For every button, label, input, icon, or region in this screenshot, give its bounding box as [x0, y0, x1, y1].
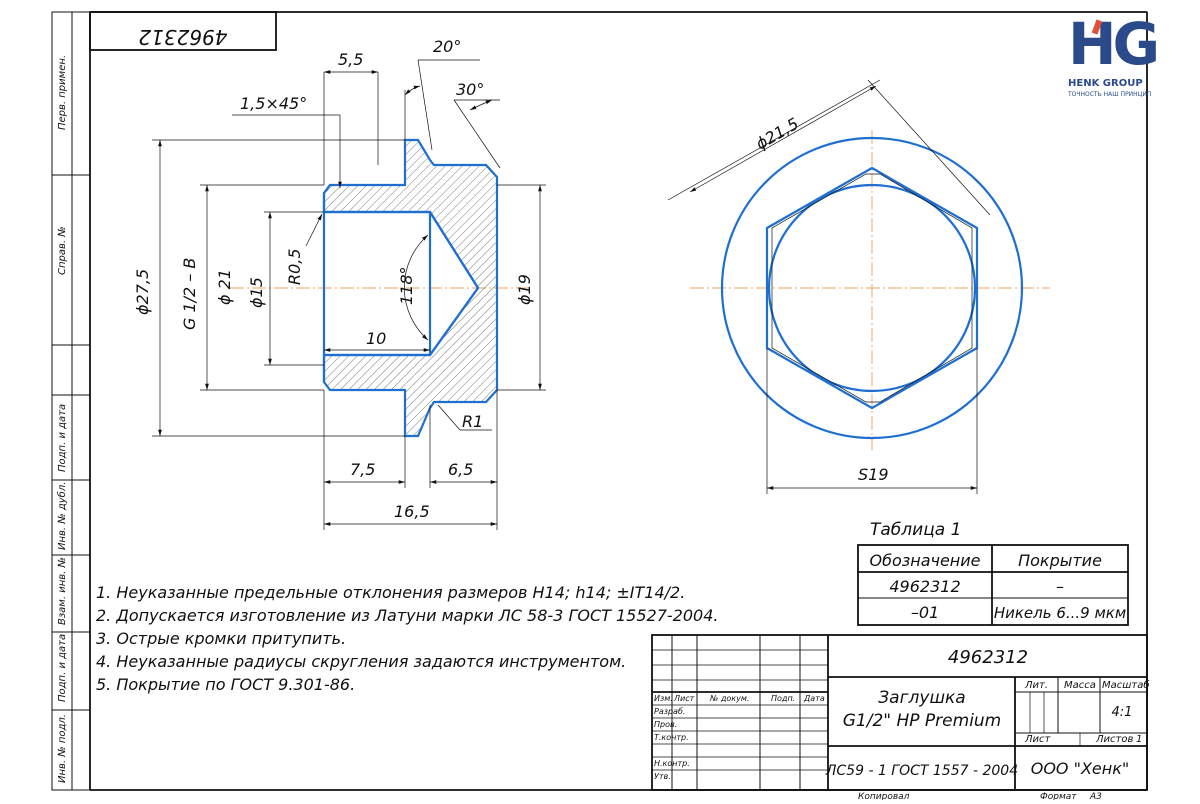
stamp-box [89, 11, 277, 51]
dim-7-5: 7,5 [350, 460, 375, 479]
note-5: 5. Покрытие по ГОСТ 9.301-86. [96, 675, 355, 694]
tb-company: ООО "Хенк" [1031, 759, 1130, 778]
note-2: 2. Допускается изготовление из Латуни ма… [96, 606, 718, 625]
tb-row-prov: Пров. [654, 720, 677, 729]
tb-sheets-value: 1 [1136, 734, 1142, 745]
dim-d15: ϕ15 [247, 277, 266, 308]
side-label-podp-2: Подп. и дата [57, 634, 68, 702]
company-logo: HG HENK GROUP ТОЧНОСТЬ НАШ ПРИНЦИП [1067, 10, 1161, 98]
dim-r0-5: R0,5 [285, 248, 304, 285]
tb-sheets-label: Листов [1095, 734, 1133, 745]
note-1: 1. Неуказанные предельные отклонения раз… [96, 583, 685, 602]
dim-16-5: 16,5 [394, 502, 430, 521]
dim-d21: ϕ 21 [215, 269, 234, 305]
dim-d19: ϕ19 [515, 274, 534, 305]
tb-scale-label: Масштаб [1102, 679, 1150, 691]
table-1-header-coating: Покрытие [1018, 551, 1102, 570]
title-block: Изм. Лист № докум. Подп. Дата Разраб. Пр… [651, 634, 1150, 791]
side-label-podp-1: Подп. и дата [57, 404, 68, 472]
tb-col-doc: № докум. [709, 694, 749, 703]
tb-col-list: Лист [673, 694, 695, 703]
tb-mass-label: Масса [1064, 680, 1096, 691]
footer-kopiroval: Копировал [858, 792, 910, 800]
side-strip: Перв. примен. Справ. № Подп. и дата Инв.… [52, 12, 90, 790]
side-label-inv-dubl: Инв. № дубл. [56, 482, 68, 550]
table-1: Таблица 1 Обозначение Покрытие 4962312 –… [857, 520, 1129, 626]
dim-chamfer: 1,5×45° [240, 94, 307, 113]
side-label-perv: Перв. примен. [57, 55, 68, 130]
table-1-title: Таблица 1 [870, 520, 961, 540]
dim-5-5: 5,5 [338, 50, 363, 69]
tb-row-razrab: Разраб. [654, 707, 685, 716]
tb-material: ЛС59 - 1 ГОСТ 1557 - 2004 [825, 763, 1018, 779]
stamp-code: 4962312 [138, 25, 227, 49]
tb-col-date: Дата [803, 694, 825, 703]
tb-row-tkontr: Т.контр. [654, 733, 689, 742]
section-view: ϕ27,5 G 1/2 – B ϕ 21 ϕ15 R0,5 ϕ19 118° 1… [133, 37, 546, 530]
table-1-cell-r0c1: – [1056, 577, 1064, 596]
dim-6-5: 6,5 [448, 460, 473, 479]
dim-d21-5: ϕ21,5 [753, 114, 802, 154]
tb-row-nkontr: Н.контр. [654, 759, 690, 768]
end-view: ϕ21,5 S19 [667, 79, 1050, 494]
note-3: 3. Острые кромки притупить. [96, 629, 346, 648]
side-label-sprav: Справ. № [57, 226, 68, 275]
outer-frame [51, 11, 1148, 791]
tb-name-line2: G1/2" HP Premium [843, 711, 1002, 731]
technical-notes: 1. Неуказанные предельные отклонения раз… [96, 583, 718, 694]
table-1-cell-r1c1: Никель 6...9 мкм [994, 604, 1126, 622]
dim-angle-118: 118° [397, 266, 416, 305]
dim-d27-5: ϕ27,5 [133, 269, 152, 315]
tb-col-sign: Подп. [771, 694, 795, 703]
logo-company: HENK GROUP [1068, 78, 1143, 89]
side-label-vzam: Взам. инв. № [57, 557, 68, 625]
tb-lit-label: Лит. [1024, 680, 1048, 691]
table-1-cell-r0c0: 4962312 [889, 577, 960, 596]
dim-angle-30: 30° [456, 80, 484, 99]
table-1-cell-r1c0: –01 [911, 603, 939, 622]
tb-col-izm: Изм. [654, 694, 673, 703]
logo-slogan: ТОЧНОСТЬ НАШ ПРИНЦИП [1067, 91, 1151, 98]
side-label-inv-podl: Инв. № подл. [57, 714, 68, 783]
note-4: 4. Неуказанные радиусы скругления задают… [96, 652, 626, 671]
dim-angle-20: 20° [433, 37, 461, 56]
tb-scale-value: 4:1 [1112, 705, 1133, 720]
tb-row-utv: Утв. [654, 772, 671, 781]
tb-designation: 4962312 [948, 647, 1028, 668]
tb-name-line1: Заглушка [878, 688, 965, 708]
dim-10: 10 [366, 329, 386, 348]
tb-sheet-label: Лист [1024, 734, 1052, 745]
table-1-header-designation: Обозначение [869, 551, 980, 570]
dim-thread: G 1/2 – B [180, 258, 199, 330]
footer-format-value: А3 [1089, 792, 1102, 800]
dim-r1: R1 [462, 412, 483, 431]
logo-mark: HG [1068, 10, 1157, 78]
dim-s19: S19 [858, 465, 889, 484]
footer-format-label: Формат [1040, 792, 1077, 800]
